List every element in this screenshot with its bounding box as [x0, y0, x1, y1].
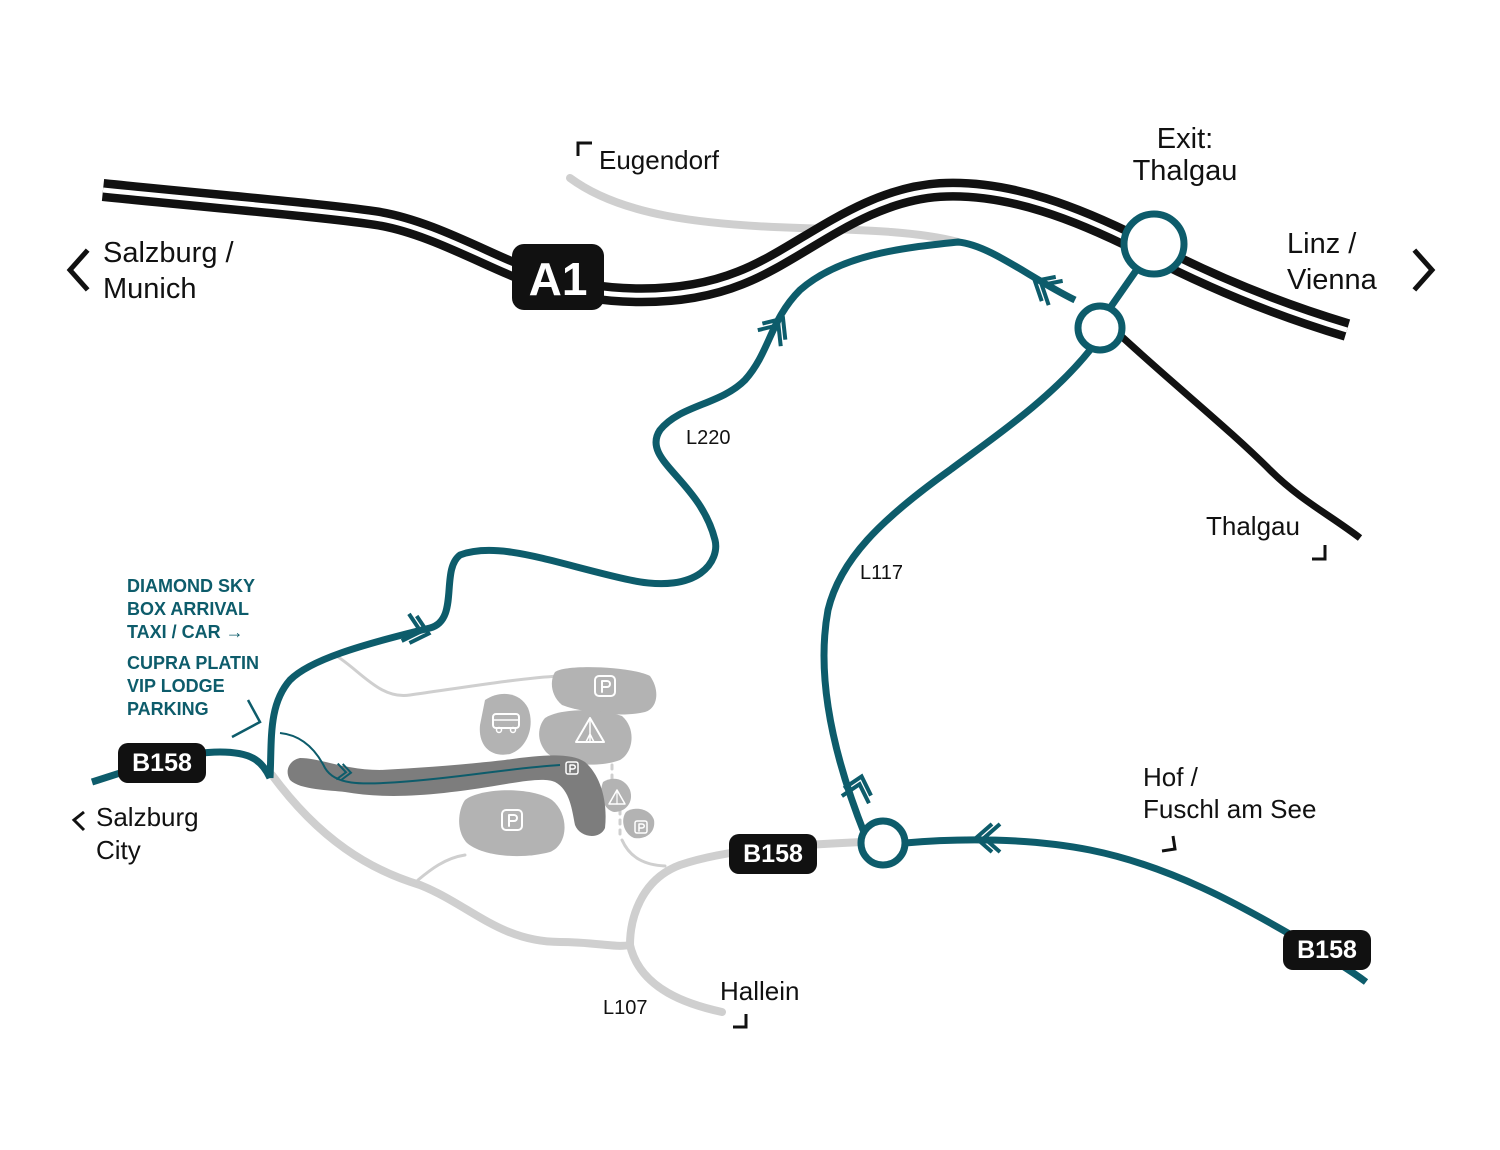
- road-thalgau: [1117, 332, 1363, 541]
- corner-marker-parking-note: [231, 699, 262, 739]
- label-hof-2: Fuschl am See: [1143, 794, 1316, 824]
- junctions: [857, 210, 1188, 869]
- labels: Salzburg / Munich Linz / Vienna Exit: Th…: [96, 123, 1378, 1019]
- camping-area: [539, 710, 632, 765]
- label-l107: L107: [603, 997, 648, 1019]
- parking-icon: [594, 675, 616, 697]
- b158-shield-east: B158: [1283, 930, 1371, 970]
- bus-icon: [492, 713, 520, 734]
- route-l220: [266, 238, 1077, 779]
- road-venue-south: [620, 838, 667, 868]
- tent-icon: [575, 717, 605, 743]
- label-hallein: Hallein: [720, 976, 800, 1006]
- note-arrival-3: TAXI / CAR →: [127, 622, 244, 642]
- chevron-right-icon: [1412, 248, 1436, 292]
- parking-area-north: [551, 667, 657, 715]
- route-vip-link: [279, 732, 561, 785]
- corner-marker-eugendorf: [576, 141, 592, 156]
- b158-shield-west-label: B158: [132, 749, 192, 777]
- b158-shield-center: B158: [729, 834, 817, 874]
- parking-area-south: [459, 790, 565, 857]
- venue-icons: [492, 675, 648, 834]
- parking-icon: [501, 809, 523, 831]
- double-chevron-icon: [840, 773, 873, 805]
- double-chevron-icon: [400, 612, 432, 645]
- tent-area-small: [601, 778, 632, 812]
- label-exit-2: Thalgau: [1133, 155, 1238, 187]
- road-eugendorf: [566, 174, 962, 246]
- road-l107: [626, 941, 726, 1016]
- a1-shield: A1: [512, 244, 604, 310]
- road-venue-southwest: [416, 853, 467, 882]
- double-chevron-icon: [757, 316, 788, 347]
- double-chevron-icon: [972, 822, 1002, 854]
- primary-routes: [90, 238, 1369, 985]
- label-l117: L117: [860, 562, 903, 584]
- b158-shield-east-label: B158: [1297, 936, 1357, 964]
- label-hof-1: Hof /: [1143, 762, 1199, 792]
- route-junction-link: [1107, 262, 1143, 311]
- route-arrows: [335, 274, 1064, 854]
- corner-marker-hof: [1161, 835, 1177, 853]
- a1-shield-label: A1: [529, 253, 588, 305]
- label-linz-vienna-2: Vienna: [1287, 264, 1378, 296]
- note-parking-3: PARKING: [127, 699, 209, 719]
- chevron-left-icon: [66, 248, 90, 292]
- label-thalgau: Thalgau: [1206, 511, 1300, 541]
- junction-roundabout-south: [857, 817, 909, 869]
- label-salzburg-city-2: City: [96, 835, 141, 865]
- label-salzburg-munich-1: Salzburg /: [103, 237, 235, 269]
- label-l220: L220: [686, 427, 731, 449]
- route-l117: [820, 347, 1093, 837]
- bus-area: [479, 693, 531, 755]
- note-arrival-1: DIAMOND SKY: [127, 576, 255, 596]
- parking-icon: [565, 761, 579, 775]
- junction-roundabout-north: [1074, 302, 1126, 354]
- tent-icon: [608, 789, 626, 805]
- label-linz-vienna-1: Linz /: [1287, 228, 1357, 260]
- parking-icon: [634, 820, 648, 834]
- corner-markers: [71, 141, 1327, 1029]
- vip-parking-area: [287, 755, 606, 836]
- label-eugendorf: Eugendorf: [599, 145, 720, 175]
- label-salzburg-munich-2: Munich: [103, 273, 197, 305]
- road-venue-dotted: [610, 763, 622, 837]
- label-salzburg-city-1: Salzburg: [96, 802, 199, 832]
- road-venue-north: [333, 653, 562, 697]
- b158-shield-center-label: B158: [743, 840, 803, 868]
- double-chevron-icon: [1032, 274, 1064, 306]
- label-exit-1: Exit:: [1157, 123, 1213, 155]
- note-parking-2: VIP LODGE: [127, 676, 225, 696]
- note-parking-1: CUPRA PLATIN: [127, 653, 259, 673]
- venue-areas: [287, 667, 657, 857]
- road-b158-west-grey: [268, 771, 634, 950]
- corner-marker-salzburg-city: [71, 810, 86, 832]
- junction-exit-thalgau: [1120, 210, 1188, 278]
- corner-marker-hallein: [733, 1014, 748, 1029]
- double-chevron-icon: [335, 762, 353, 781]
- secondary-roads: [268, 174, 962, 1016]
- corner-marker-thalgau: [1312, 545, 1327, 561]
- note-arrival-2: BOX ARRIVAL: [127, 599, 249, 619]
- b158-shield-west: B158: [118, 743, 206, 783]
